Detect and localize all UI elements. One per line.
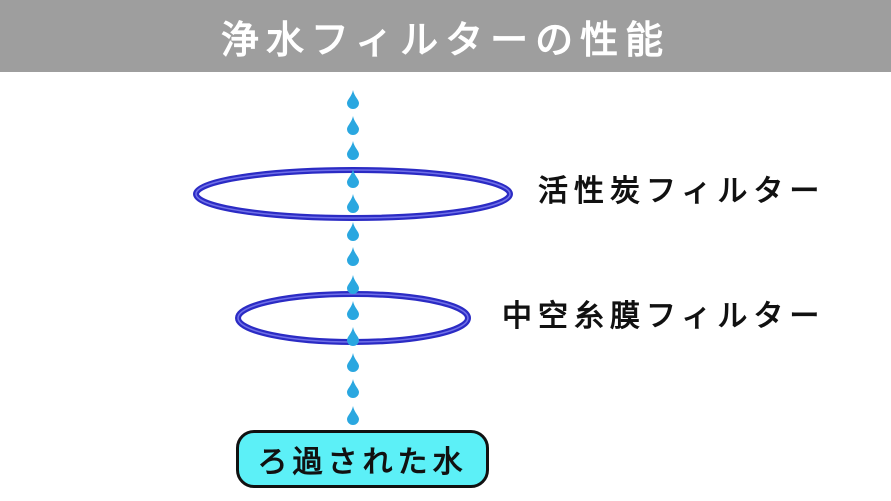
water-drop-icon [347, 169, 359, 188]
filtered-water-label: ろ過された水 [257, 445, 468, 480]
water-drop-icon [347, 353, 359, 372]
diagram-title: 浄水フィルターの性能 [220, 17, 671, 62]
filtered-water-box: ろ過された水 [236, 430, 489, 488]
title-banner: 浄水フィルターの性能 [0, 0, 891, 72]
water-drop-icon [347, 275, 359, 294]
water-drop-icon [347, 406, 359, 425]
filtration-diagram [193, 90, 513, 425]
water-drop-icon [347, 116, 359, 135]
activated-carbon-filter-label: 活性炭フィルター [538, 174, 826, 209]
water-drop-icon [347, 141, 359, 160]
water-drop-icon [347, 247, 359, 266]
hollow-fiber-filter-label: 中空糸膜フィルター [502, 299, 826, 334]
water-drop-icon [347, 379, 359, 398]
water-drop-icon [347, 222, 359, 241]
water-drop-icon [347, 194, 359, 213]
water-drop-icon [347, 90, 359, 109]
water-drop-icon [347, 327, 359, 346]
water-drop-icon [347, 301, 359, 320]
